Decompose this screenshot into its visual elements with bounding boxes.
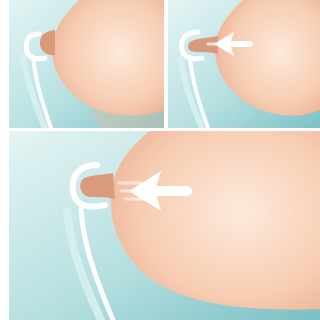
panel-resting-art [9,0,164,128]
panel-resting [9,0,164,128]
panel-suction [168,0,320,128]
panel-suction-art [168,0,320,128]
panel-suction-closeup-art [9,131,320,320]
panel-suction-closeup [9,131,320,320]
